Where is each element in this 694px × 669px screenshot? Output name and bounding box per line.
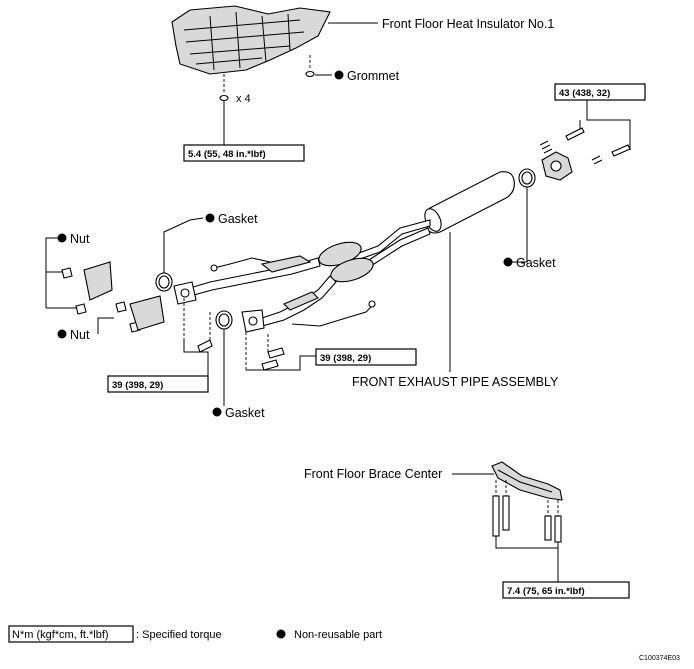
legend-nonreusable-desc: Non-reusable part [294, 629, 382, 641]
nonreusable-mark-gasket-upper-left [205, 213, 215, 223]
leader-nut-lower [97, 317, 114, 334]
torque-box-insulator [183, 144, 305, 162]
brace-drawing [491, 461, 563, 501]
torque-box-flange [554, 83, 646, 101]
legend-torque-unit: N*m (kgf*cm, ft.*lbf) [12, 629, 109, 641]
figure-code: C100374E03 [639, 655, 680, 662]
grommet-part [305, 70, 315, 78]
leader-brace-torque [495, 536, 559, 549]
leader-left-torque [183, 340, 209, 376]
gasket-upper-left-inner [158, 275, 170, 289]
heat-insulator-drawing [171, 5, 331, 75]
right-bolt-part-2 [261, 359, 279, 371]
legend-torque-box [8, 625, 134, 643]
label-nut-lower: Nut [70, 328, 90, 342]
label-nut-upper: Nut [70, 232, 90, 246]
torque-insulator: 5.4 (55, 48 in.*lbf) [188, 149, 266, 160]
gasket-right-inner [521, 171, 533, 185]
nonreusable-mark-nut-lower [57, 329, 67, 339]
label-exhaust-pipe: FRONT EXHAUST PIPE ASSEMBLY [352, 375, 559, 389]
label-times-four: x 4 [236, 93, 251, 105]
leader-flange-torque [586, 100, 631, 150]
clip-part [219, 94, 229, 102]
label-grommet: Grommet [347, 69, 400, 83]
nonreusable-mark-gasket-right [503, 257, 513, 267]
gasket-bottom-inner [218, 313, 230, 327]
torque-brace: 7.4 (75, 65 in.*lbf) [507, 586, 585, 597]
leader-gasket-upper-left [163, 217, 204, 273]
label-gasket-right: Gasket [516, 256, 556, 270]
brace-bolts [492, 480, 562, 543]
torque-flange: 43 (438, 32) [559, 88, 610, 99]
leader-right-torque [246, 355, 316, 371]
rear-flange-part [541, 151, 573, 181]
label-brace: Front Floor Brace Center [304, 467, 442, 481]
torque-box-brace [502, 581, 630, 599]
flange-bolts [539, 127, 631, 165]
right-bolt-part [267, 347, 285, 359]
label-gasket-bottom: Gasket [225, 406, 265, 420]
label-heat-insulator: Front Floor Heat Insulator No.1 [382, 17, 554, 31]
left-bolt-part [197, 339, 213, 353]
nonreusable-mark-nut-upper [57, 233, 67, 243]
torque-manifold-right: 39 (398, 29) [320, 353, 371, 364]
nonreusable-mark-gasket-bottom [212, 407, 222, 417]
label-gasket-upper-left: Gasket [218, 212, 258, 226]
manifold-studs [83, 261, 165, 331]
torque-box-manifold-left [107, 375, 209, 393]
bracket-nut-upper [45, 237, 62, 273]
legend-nonreusable-dot [276, 629, 286, 639]
nonreusable-mark-grommet [334, 70, 344, 80]
torque-manifold-left: 39 (398, 29) [112, 380, 163, 391]
legend-torque-desc: : Specified torque [136, 629, 222, 641]
exhaust-pipe-drawing [173, 171, 515, 333]
torque-box-manifold-right [315, 348, 417, 366]
leader-gasket-right [508, 187, 528, 263]
